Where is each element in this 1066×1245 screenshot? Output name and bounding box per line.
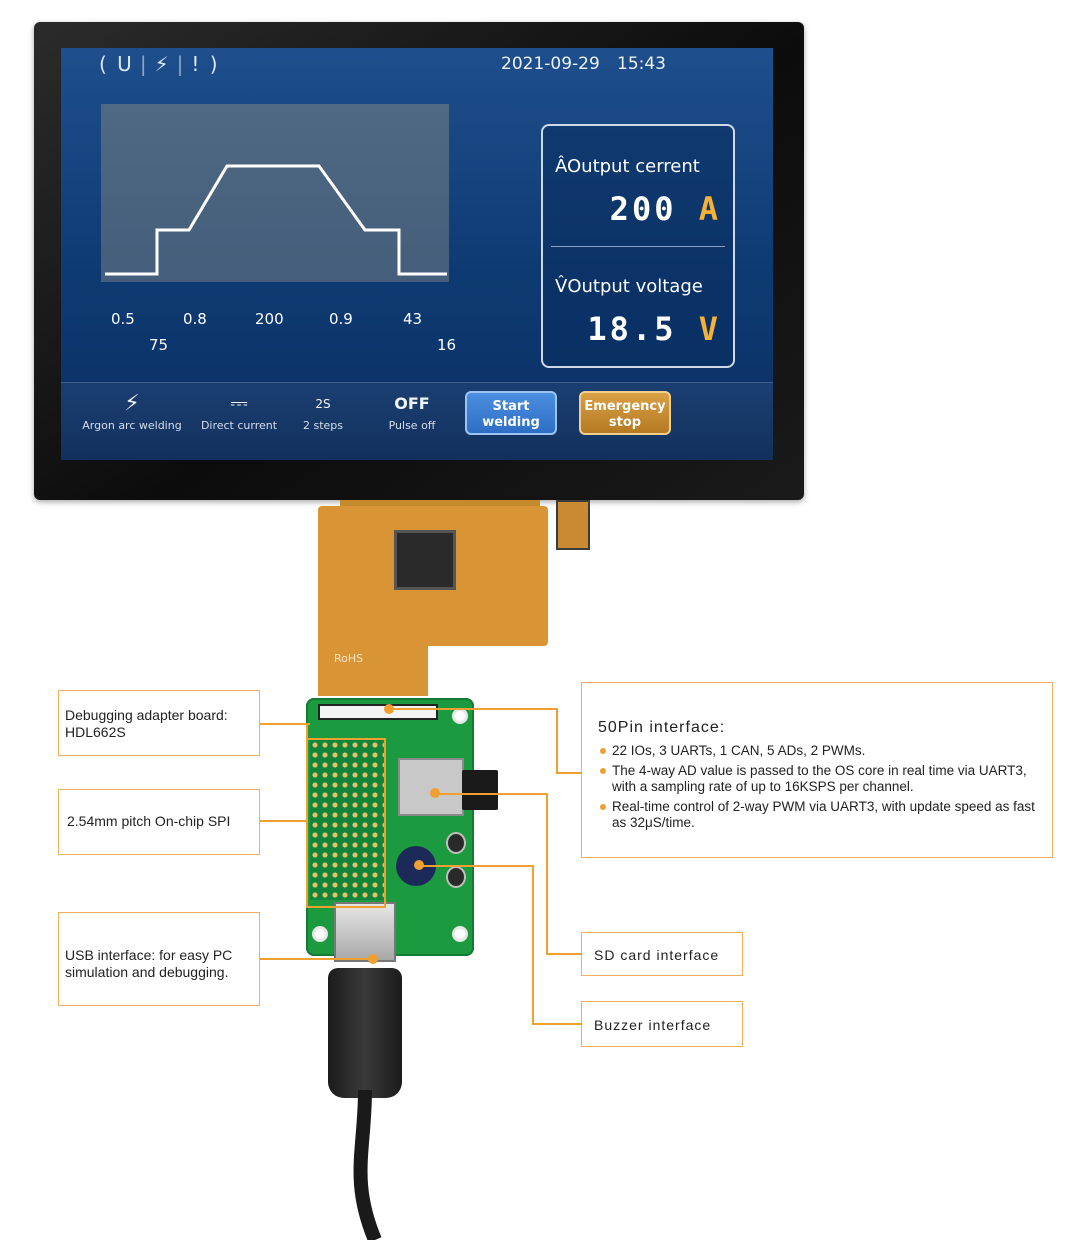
screen-toolbar: ⚡ Argon arc welding ⎓ Direct current 2S … — [61, 382, 773, 460]
processor-chip — [394, 530, 456, 590]
current-unit: A — [698, 190, 721, 228]
alert-icon[interactable]: ! — [191, 52, 202, 76]
leader-dot — [430, 788, 440, 798]
callout-50pin: 50Pin interface: 22 IOs, 3 UARTs, 1 CAN,… — [581, 682, 1053, 858]
voltage-unit: V — [698, 310, 721, 348]
panel-divider — [551, 246, 725, 247]
leader-line — [532, 1023, 582, 1025]
status-icons: ( U|⚡|! ) — [99, 52, 220, 76]
graph-label[interactable]: 75 — [149, 336, 169, 354]
graph-label[interactable]: 200 — [255, 310, 284, 328]
graph-label[interactable]: 43 — [403, 310, 423, 328]
callout-sd-card: SD card interface — [581, 932, 743, 976]
sd-card-slot[interactable] — [398, 758, 464, 816]
list-item: The 4-way AD value is passed to the OS c… — [598, 763, 1038, 795]
graph-label[interactable]: 0.5 — [111, 310, 135, 328]
status-date: 2021-09-29 — [501, 54, 600, 74]
voltage-icon: V̂ — [555, 276, 568, 297]
pin-feature-list: 22 IOs, 3 UARTs, 1 CAN, 5 ADs, 2 PWMs. T… — [598, 743, 1038, 831]
usb-plug — [328, 968, 402, 1098]
tool-pulse[interactable]: OFF Pulse off — [377, 389, 447, 432]
leader-line — [532, 865, 534, 1025]
leader-line — [546, 953, 582, 955]
graph-label[interactable]: 0.8 — [183, 310, 207, 328]
current-label: ÂOutput cerrent — [555, 156, 700, 177]
mount-hole — [452, 926, 468, 942]
pulse-icon: OFF — [394, 394, 430, 413]
callout-buzzer: Buzzer interface — [581, 1001, 743, 1047]
leader-dot — [414, 860, 424, 870]
leader-line — [556, 772, 582, 774]
lcd-screen: ( U|⚡|! ) 2021-09-29 15:43 0.5 0.8 200 0… — [61, 48, 773, 460]
leader-line — [422, 865, 534, 867]
current-icon: Â — [555, 156, 567, 177]
fpc-side-chip — [556, 500, 590, 550]
status-time: 15:43 — [617, 54, 666, 74]
mount-hole — [452, 708, 468, 724]
run-icon[interactable]: ⚡ — [154, 52, 171, 76]
50pin-connector[interactable] — [318, 704, 438, 720]
list-item: 22 IOs, 3 UARTs, 1 CAN, 5 ADs, 2 PWMs. — [598, 743, 1038, 759]
capacitor — [446, 866, 466, 888]
voltage-label: V̂Output voltage — [555, 276, 703, 297]
status-bar: ( U|⚡|! ) 2021-09-29 15:43 — [61, 48, 773, 84]
leader-line — [260, 820, 308, 822]
spi-header-pads — [310, 740, 384, 900]
welding-curve-svg — [105, 164, 447, 276]
voltage-value: 18.5 V — [587, 310, 721, 348]
steps-icon: 2S — [315, 397, 331, 411]
list-item: Real-time control of 2-way PWM via UART3… — [598, 799, 1038, 831]
rohs-mark: RoHS — [334, 652, 364, 665]
leader-line — [260, 958, 372, 960]
start-welding-button[interactable]: Start welding — [465, 391, 557, 435]
callout-usb: USB interface: for easy PC simulation an… — [58, 912, 260, 1006]
tool-2-steps[interactable]: 2S 2 steps — [293, 389, 353, 432]
mount-hole — [312, 926, 328, 942]
usb-cable — [353, 1090, 382, 1240]
callout-spi: 2.54mm pitch On-chip SPI — [58, 789, 260, 855]
spi-highlight-box — [306, 738, 386, 908]
leader-line — [556, 708, 558, 774]
leader-dot — [384, 704, 394, 714]
leader-line — [438, 793, 548, 795]
callout-adapter-board: Debugging adapter board: HDL662S — [58, 690, 260, 756]
output-panel: ÂOutput cerrent 200 A V̂Output voltage 1… — [541, 124, 735, 368]
leader-line — [392, 708, 558, 710]
graph-label[interactable]: 16 — [437, 336, 457, 354]
welding-torch-icon: ⚡ — [124, 391, 140, 416]
sd-card — [462, 770, 498, 810]
direct-current-icon: ⎓ — [230, 391, 248, 416]
leader-line — [260, 723, 310, 725]
leader-dot — [368, 954, 378, 964]
tool-argon-arc[interactable]: ⚡ Argon arc welding — [79, 389, 185, 432]
fpc-tail — [318, 640, 428, 696]
welding-curve-line — [105, 164, 447, 276]
current-value: 200 A — [609, 190, 721, 228]
unit-icon[interactable]: U — [117, 52, 134, 76]
leader-line — [546, 793, 548, 955]
capacitor — [446, 832, 466, 854]
emergency-stop-button[interactable]: Emergency stop — [579, 391, 671, 435]
graph-label[interactable]: 0.9 — [329, 310, 353, 328]
tool-direct-current[interactable]: ⎓ Direct current — [200, 391, 278, 432]
welding-curve-graph — [101, 104, 449, 282]
leader-line — [306, 723, 308, 739]
usb-port[interactable] — [334, 902, 396, 962]
